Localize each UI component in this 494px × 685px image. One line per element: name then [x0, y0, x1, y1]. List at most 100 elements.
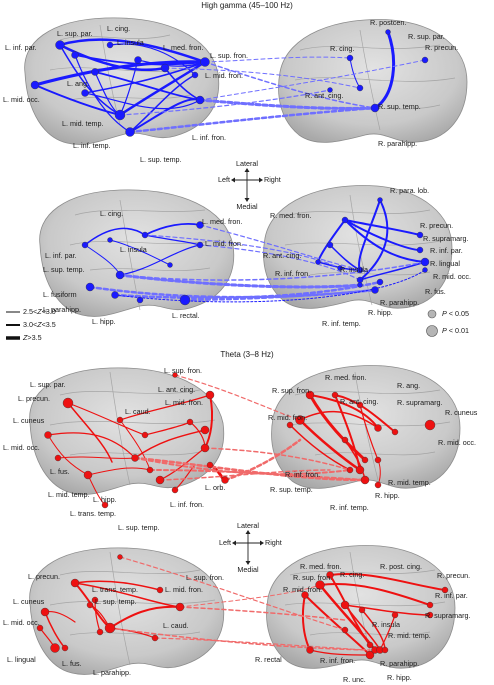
theta-lbl-ml-caud: L. caud.: [163, 621, 189, 630]
gamma-within-right-medial: [317, 199, 426, 281]
gamma-lbl-r-postcen: R. postcen.: [370, 18, 406, 27]
theta-node-0: [62, 397, 74, 409]
theta-node-17: [171, 486, 179, 494]
theta-lbl-l-ant-cing: L. ant. cing.: [158, 385, 195, 394]
gamma-node-30: [377, 197, 383, 203]
gamma-node-37: [356, 266, 364, 274]
theta-node-15: [206, 461, 214, 469]
theta-lbl-mr-parahipp: R. parahipp.: [380, 659, 419, 668]
gamma-inter-lateral: [119, 56, 426, 134]
theta-lbl-r-ant-cing: R. ant. cing.: [340, 397, 378, 406]
theta-node-23: [374, 424, 382, 432]
gamma-lbl-r-parahipp: R. parahipp.: [378, 139, 417, 148]
legend: 2.5<Z<3.0 3.0<Z<3.5 Z>3.5 P < 0.05 P < 0…: [6, 307, 469, 342]
gamma-node-6: [191, 71, 199, 79]
theta-node-46: [315, 580, 325, 590]
theta-lbl-r-hipp: R. hipp.: [375, 491, 400, 500]
theta-node-50: [358, 606, 366, 614]
gamma-lbl-ml-sup-temp: L. sup. temp.: [43, 265, 85, 274]
theta-node-35: [36, 624, 44, 632]
theta-node-30: [374, 456, 382, 464]
theta-node-7: [172, 372, 178, 378]
theta-node-44: [175, 602, 185, 612]
theta-medial-left-brain: [29, 547, 225, 675]
theta-lbl-r-sup-temp: R. sup. temp.: [270, 485, 313, 494]
theta-node-56: [365, 650, 375, 660]
gamma-title: High gamma (45–100 Hz): [201, 1, 293, 10]
theta-lbl-r-mid-temp: R. mid. temp.: [388, 478, 431, 487]
gamma-lbl-ml-mid-fron: L. mid. fron.: [205, 239, 243, 248]
theta-labels: L. sup. fron. L. sup. par. L. precun. L.…: [3, 366, 478, 684]
gamma-node-13: [385, 29, 391, 35]
theta-node-5: [131, 454, 139, 462]
theta-lbl-mr-cing: R. cing.: [340, 570, 364, 579]
gamma-node-5: [200, 57, 210, 67]
gamma-node-27: [167, 262, 173, 268]
gamma-node-29: [136, 296, 144, 304]
gamma-node-31: [341, 216, 349, 224]
theta-node-20: [356, 401, 364, 409]
gamma-node-17: [356, 84, 364, 92]
compass-lateral-2: Lateral: [237, 521, 259, 530]
theta-node-19: [331, 391, 339, 399]
gamma-node-0: [55, 40, 65, 50]
gamma-lbl-mr-supramarg: R. supramarg.: [423, 234, 469, 243]
theta-node-24: [391, 428, 399, 436]
theta-lbl-ml-lingual: L. lingual: [7, 655, 36, 664]
theta-lbl-mr-supramarg: R. supramarg.: [425, 611, 471, 620]
theta-node-52: [426, 601, 434, 609]
legend-z-3: Z>3.5: [22, 333, 42, 342]
theta-lbl-l-sup-par: L. sup. par.: [30, 380, 66, 389]
theta-lbl-ml-fus: L. fus.: [62, 659, 82, 668]
gamma-node-20: [196, 221, 204, 229]
theta-node-13: [155, 475, 165, 485]
gamma-cross-medial-dashed-thin: [114, 269, 426, 303]
gamma-lbl-ml-med-fron: L. med. fron.: [202, 217, 242, 226]
theta-lbl-mr-rectal: R. rectal: [255, 655, 282, 664]
gamma-medial-right-brain: [263, 185, 453, 309]
gamma-node-32: [416, 231, 424, 239]
theta-node-28: [346, 466, 354, 474]
theta-lbl-ml-sup-fron: L. sup. fron.: [186, 573, 224, 582]
theta-node-9: [186, 418, 194, 426]
gamma-lbl-l-sup-temp: L. sup. temp.: [140, 155, 182, 164]
theta-node-33: [70, 578, 80, 588]
gamma-node-16: [327, 87, 333, 93]
theta-node-3: [83, 470, 93, 480]
gamma-lbl-l-med-fron: L. med. fron.: [163, 43, 203, 52]
gamma-lbl-l-inf-par: L. inf. par.: [5, 43, 37, 52]
theta-lbl-l-mid-occ: L. mid. occ.: [3, 443, 40, 452]
theta-node-48: [301, 591, 309, 599]
theta-node-53: [441, 586, 449, 594]
theta-lbl-l-inf-fron: L. inf. fron.: [170, 500, 204, 509]
gamma-lbl-mr-inf-fron: R. inf. fron.: [275, 269, 310, 278]
theta-node-38: [86, 601, 94, 609]
theta-lbl-l-orb: L. orb.: [205, 483, 225, 492]
gamma-lbl-ml-rectal: L. rectal.: [172, 311, 200, 320]
gamma-node-4: [160, 63, 170, 73]
legend-p-2: P < 0.01: [442, 326, 469, 335]
gamma-node-34: [326, 241, 334, 249]
theta-node-47: [326, 571, 334, 579]
theta-lbl-l-cuneus: L. cuneus: [13, 416, 45, 425]
gamma-node-38: [337, 265, 343, 271]
theta-lbl-r-supramarg: R. supramarg.: [397, 398, 443, 407]
theta-lbl-l-mid-temp: L. mid. temp.: [48, 490, 90, 499]
gamma-lbl-ml-cing: L. cing.: [100, 209, 123, 218]
gamma-node-1: [71, 51, 79, 59]
gamma-lbl-l-sup-fron: L. sup. fron.: [210, 51, 248, 60]
theta-node-41: [96, 628, 104, 636]
gamma-node-11: [125, 127, 135, 137]
gamma-node-33: [416, 246, 424, 254]
gamma-lbl-mr-fus: R. fus.: [425, 287, 446, 296]
theta-lbl-r-inf-temp: R. inf. temp.: [330, 503, 369, 512]
theta-node-16: [221, 476, 229, 484]
theta-node-36: [50, 643, 60, 653]
gamma-lbl-ml-parahipp: L. parahipp.: [43, 305, 81, 314]
gamma-node-22: [81, 241, 89, 249]
compass-medial-2: Medial: [237, 565, 259, 574]
gamma-node-26: [111, 291, 119, 299]
compass-right: Right: [264, 175, 281, 184]
theta-node-42: [151, 634, 159, 642]
